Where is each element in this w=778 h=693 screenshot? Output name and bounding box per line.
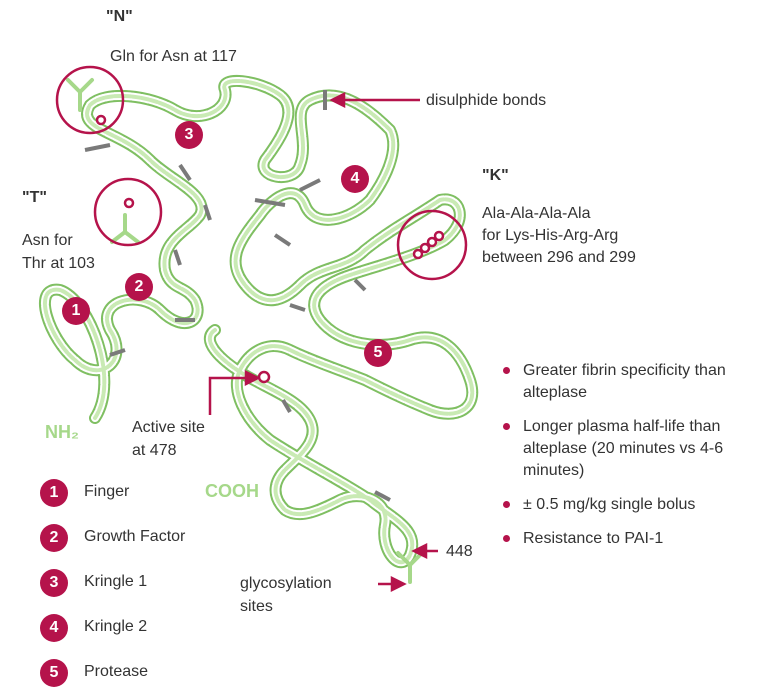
glycosylation-label-line2: sites: [240, 596, 273, 617]
domain-badge-3: 3: [175, 121, 203, 149]
t-mutation-label-line2: Thr at 103: [22, 253, 95, 274]
n-terminus-label: NH₂: [45, 422, 79, 443]
bullet-item: ± 0.5 mg/kg single bolus: [503, 494, 773, 516]
k-mutation-mark: "K": [482, 165, 509, 186]
legend-label: Growth Factor: [84, 528, 185, 546]
legend-badge: 1: [40, 479, 68, 507]
bullet-dot-icon: [503, 367, 510, 374]
bullet-dot-icon: [503, 423, 510, 430]
domain-badge-1: 1: [62, 297, 90, 325]
legend-badge: 3: [40, 569, 68, 597]
active-site-label-line1: Active site: [132, 417, 205, 438]
feature-bullet-list: Greater fibrin specificity than alteplas…: [503, 360, 773, 562]
n-mutation-mark: "N": [106, 6, 133, 27]
k-mutation-label-line3: between 296 and 299: [482, 247, 636, 268]
legend-badge: 4: [40, 614, 68, 642]
domain-badge-5: 5: [364, 339, 392, 367]
n-mutation-label: Gln for Asn at 117: [110, 46, 237, 67]
residue-448-label: 448: [446, 541, 473, 562]
domain-badge-2: 2: [125, 273, 153, 301]
legend-label: Kringle 2: [84, 618, 147, 636]
disulphide-bonds-label: disulphide bonds: [426, 90, 546, 111]
bullet-item: Resistance to PAI-1: [503, 528, 773, 550]
bullet-text: Resistance to PAI-1: [523, 530, 663, 547]
active-site-label-line2: at 478: [132, 440, 176, 461]
glycosylation-label-line1: glycosylation: [240, 573, 332, 594]
bullet-item: Longer plasma half-life than alteplase (…: [503, 416, 773, 482]
legend-label: Kringle 1: [84, 573, 147, 591]
k-mutation-label-line2: for Lys-His-Arg-Arg: [482, 225, 618, 246]
t-mutation-label-line1: Asn for: [22, 230, 73, 251]
c-terminus-label: COOH: [205, 481, 259, 502]
bullet-text: ± 0.5 mg/kg single bolus: [523, 496, 695, 513]
k-mutation-label-line1: Ala-Ala-Ala-Ala: [482, 203, 590, 224]
domain-badge-4: 4: [341, 165, 369, 193]
bullet-text: Longer plasma half-life than alteplase (…: [523, 418, 723, 479]
bullet-item: Greater fibrin specificity than alteplas…: [503, 360, 773, 404]
legend-badge: 2: [40, 524, 68, 552]
bullet-dot-icon: [503, 535, 510, 542]
legend-label: Finger: [84, 483, 129, 501]
t-mutation-mark: "T": [22, 187, 47, 208]
legend-label: Protease: [84, 663, 148, 681]
legend-badge: 5: [40, 659, 68, 687]
bullet-dot-icon: [503, 501, 510, 508]
bullet-text: Greater fibrin specificity than alteplas…: [523, 362, 726, 401]
